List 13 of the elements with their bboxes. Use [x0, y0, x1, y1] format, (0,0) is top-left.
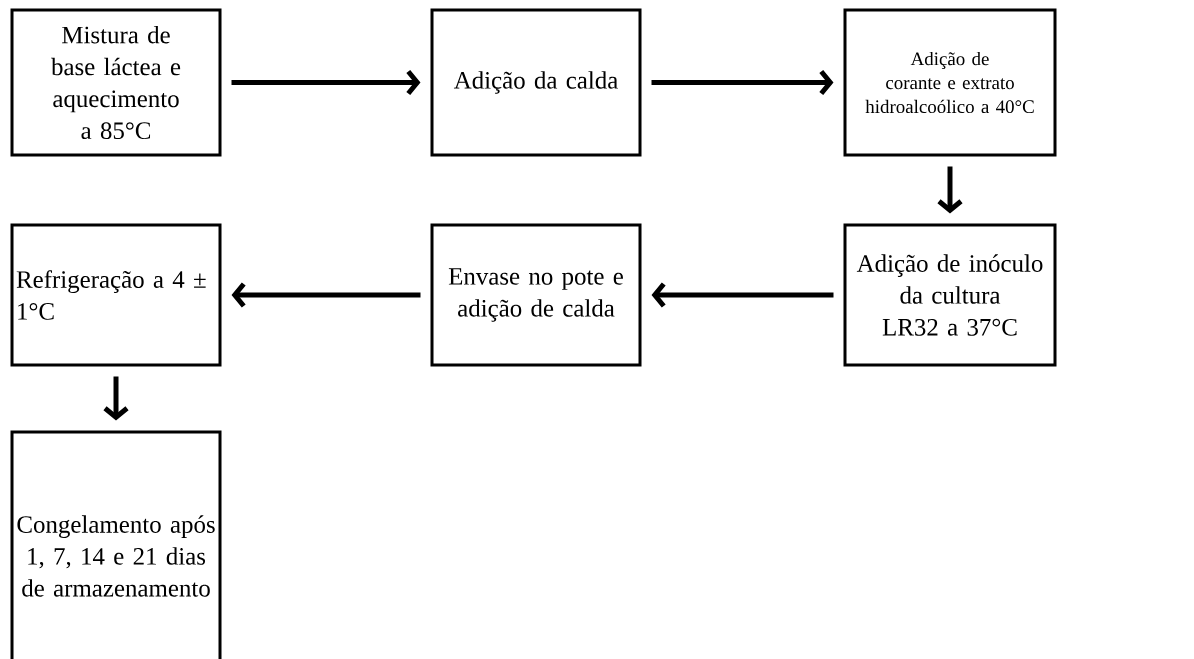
process-box: Mistura de base láctea e aquecimento a 85°C	[10, 8, 222, 157]
arrow	[231, 282, 421, 308]
process-box: Adição de inóculo da cultura LR32 a 37°C	[843, 223, 1057, 367]
process-box: Adição da calda	[430, 8, 642, 157]
process-box: Refrigeração a 4 ± 1°C	[10, 223, 222, 367]
arrow	[231, 69, 421, 96]
arrow	[103, 376, 129, 421]
arrow	[651, 282, 834, 308]
arrow	[651, 69, 834, 96]
process-box: Envase no pote e adição de calda	[430, 223, 642, 367]
arrow	[937, 166, 963, 214]
process-box: Congelamento após 1, 7, 14 e 21 dias de armazenamento	[10, 430, 222, 659]
process-box: Adição de corante e extrato hidroalcoólico a 40°C	[843, 8, 1057, 157]
